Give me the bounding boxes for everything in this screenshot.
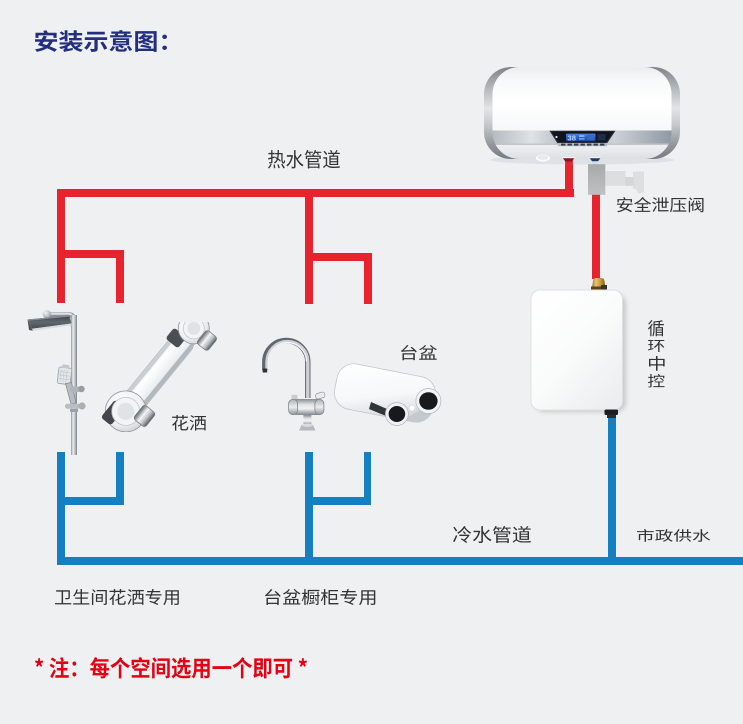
svg-text:38: 38 [568,133,576,142]
